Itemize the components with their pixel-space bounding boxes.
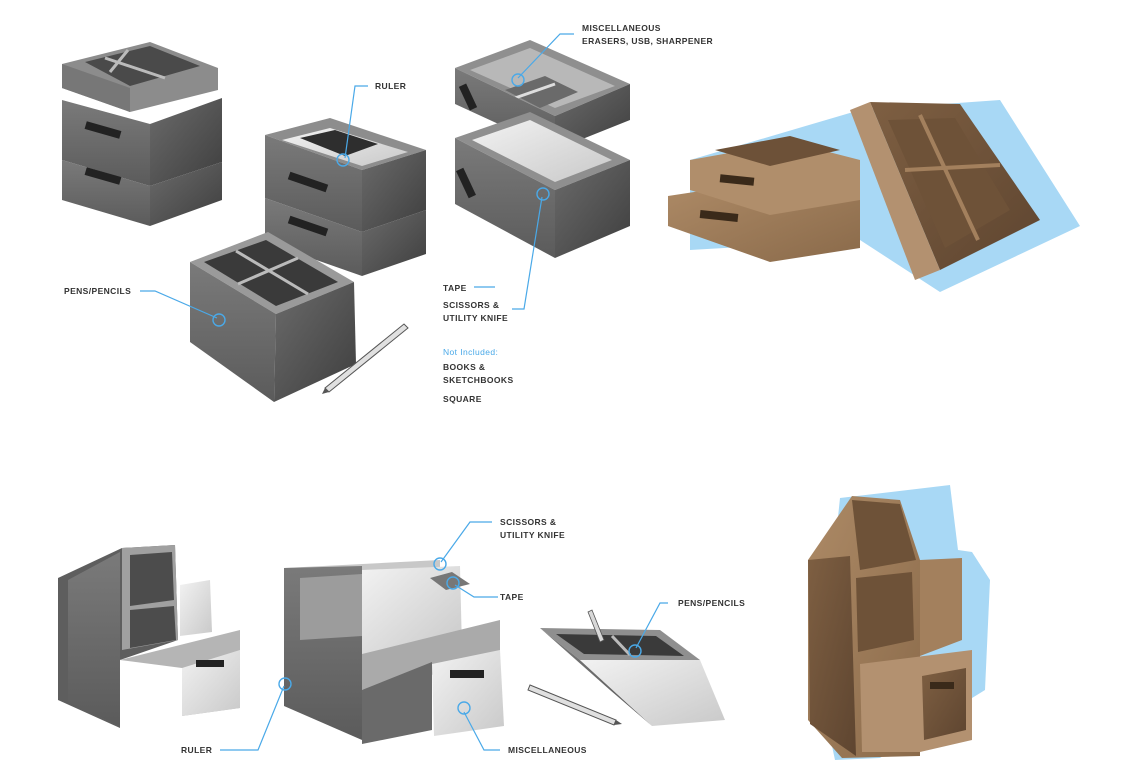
- pencil-icon-bottom: [527, 684, 622, 726]
- label-misc-top-line2: ERASERS, USB, SHARPENER: [582, 36, 714, 46]
- leader-lines: [140, 33, 668, 751]
- label-not-included: Not Included:: [443, 347, 499, 357]
- label-scissors-bottom-line1: SCISSORS &: [500, 517, 557, 527]
- desk-organizer-large: [284, 560, 504, 744]
- label-scissors-top-line2: UTILITY KNIFE: [443, 313, 509, 323]
- label-tape-top: TAPE: [443, 283, 467, 293]
- label-scissors-bottom-line2: UTILITY KNIFE: [500, 530, 566, 540]
- label-books-line2: SKETCHBOOKS: [443, 375, 514, 385]
- label-square: SQUARE: [443, 394, 482, 404]
- label-scissors-top-line1: SCISSORS &: [443, 300, 500, 310]
- desk-organizer-small: [58, 545, 240, 728]
- pencil-cup: [190, 232, 356, 402]
- pencil-icon: [322, 323, 409, 394]
- label-tape-bottom: TAPE: [500, 592, 524, 602]
- label-ruler-bottom: RULER: [181, 745, 213, 755]
- label-ruler-top: RULER: [375, 81, 407, 91]
- label-pens-top: PENS/PENCILS: [64, 286, 132, 296]
- tape-tray: [455, 112, 630, 258]
- drawer-unit-with-ruler: [265, 118, 426, 276]
- cardboard-organizer-photo-top: [668, 100, 1080, 292]
- label-pens-bottom: PENS/PENCILS: [678, 598, 746, 608]
- label-misc-top-line1: MISCELLANEOUS: [582, 23, 661, 33]
- label-misc-bottom: MISCELLANEOUS: [508, 745, 587, 755]
- pencil-holder-bottom: [540, 609, 725, 726]
- cardboard-organizer-photo-bottom: [808, 485, 990, 760]
- label-books-line1: BOOKS &: [443, 362, 486, 372]
- stacked-organizer: [62, 42, 222, 226]
